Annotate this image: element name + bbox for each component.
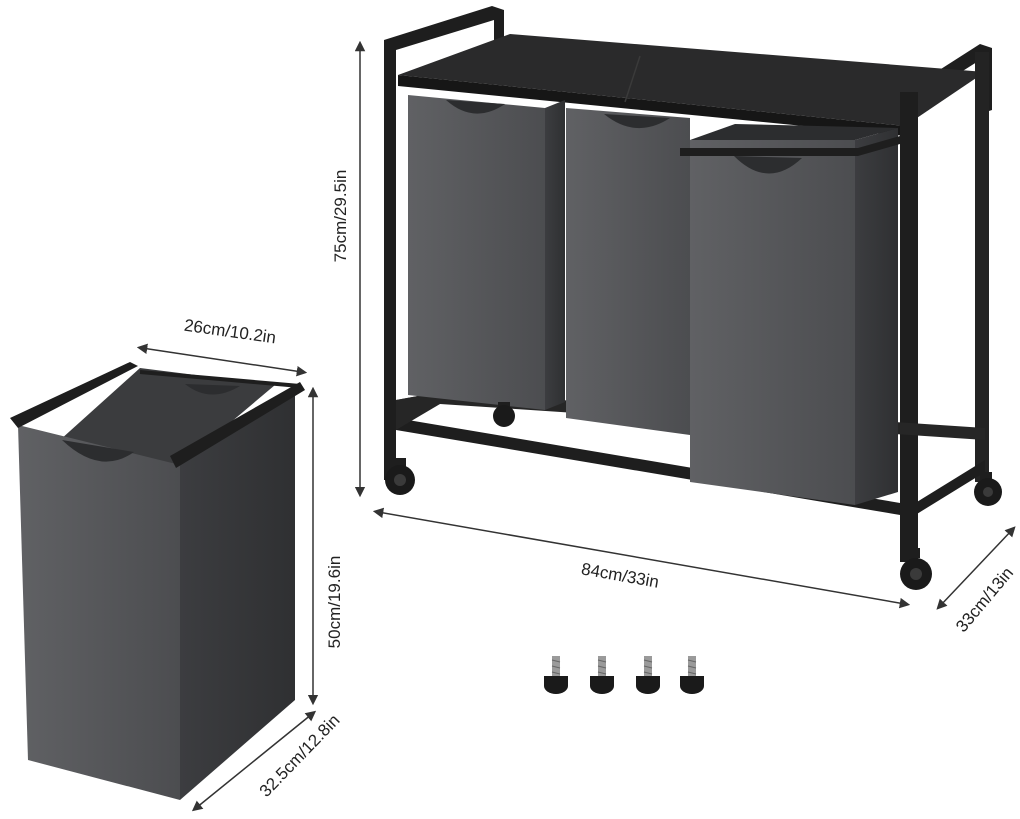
- leveling-foot: [636, 656, 660, 694]
- laundry-bin-middle: [566, 108, 690, 435]
- bin-handle-cutout: [734, 156, 802, 174]
- caster-wheel: [385, 458, 415, 495]
- laundry-bin-left: [408, 95, 565, 410]
- dim-line-cart-depth: [936, 526, 1016, 610]
- bin-top-rail: [680, 136, 900, 156]
- bottom-rail-side-right: [912, 460, 985, 517]
- leveling-feet-set: [544, 656, 704, 694]
- bag-frame-bar-side: [170, 382, 305, 468]
- removable-laundry-bag: [10, 362, 305, 800]
- dim-line-bag-depth: [191, 710, 317, 812]
- dim-line-cart-width: [372, 507, 911, 609]
- bag-handle-cutout: [62, 440, 134, 462]
- bag-height-label: 50cm/19.6in: [325, 555, 344, 649]
- laundry-sorter-cart: [384, 6, 1002, 590]
- frame-post-back-right: [975, 52, 989, 482]
- leveling-foot: [680, 656, 704, 694]
- frame-post-back-left: [384, 40, 396, 480]
- cart-height-label: 75cm/29.5in: [331, 169, 350, 263]
- dim-line-bag-width: [136, 343, 308, 377]
- frame-handle-left: [384, 6, 504, 72]
- caster-wheel: [974, 472, 1002, 506]
- top-shelf-edge: [398, 75, 905, 136]
- caster-wheel: [493, 402, 515, 427]
- bin-handle-cutout: [446, 100, 505, 114]
- bottom-rail-side-left: [396, 392, 440, 430]
- leveling-foot: [544, 656, 568, 694]
- laundry-bin-right: [680, 124, 900, 505]
- top-shelf: [398, 34, 985, 126]
- bag-side-panel: [180, 390, 295, 800]
- bin-handle-cutout: [604, 114, 670, 129]
- frame-post-front-right: [900, 92, 918, 562]
- bag-handle-cutout: [185, 384, 240, 395]
- bag-frame-bar-front: [10, 362, 138, 428]
- leveling-foot: [590, 656, 614, 694]
- dimension-lines: [136, 40, 1016, 812]
- bag-front-panel: [18, 425, 180, 800]
